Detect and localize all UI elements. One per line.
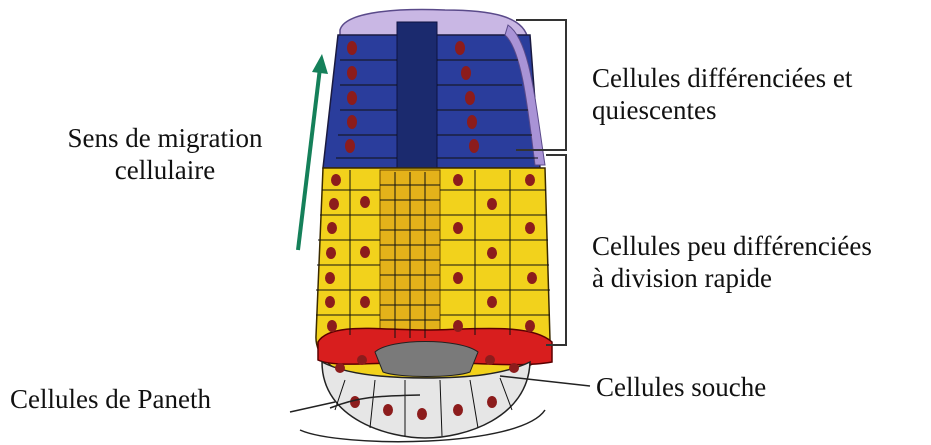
migration-label-line2: cellulaire <box>40 154 290 186</box>
stem-cell-label: Cellules souche <box>596 371 766 403</box>
stem-niche <box>375 342 478 377</box>
differentiated-label-line1: Cellules différenciées et <box>592 62 852 94</box>
differentiated-label: Cellules différenciées et quiescentes <box>592 62 852 126</box>
proliferating-label-line1: Cellules peu différenciées <box>592 230 872 262</box>
crypt-lumen-upper <box>397 22 437 172</box>
paneth-label: Cellules de Paneth <box>10 383 211 415</box>
differentiated-label-line2: quiescentes <box>592 94 852 126</box>
migration-label: Sens de migration cellulaire <box>40 122 290 186</box>
proliferating-label: Cellules peu différenciées à division ra… <box>592 230 872 294</box>
proliferating-label-line2: à division rapide <box>592 262 872 294</box>
migration-label-line1: Sens de migration <box>40 122 290 154</box>
